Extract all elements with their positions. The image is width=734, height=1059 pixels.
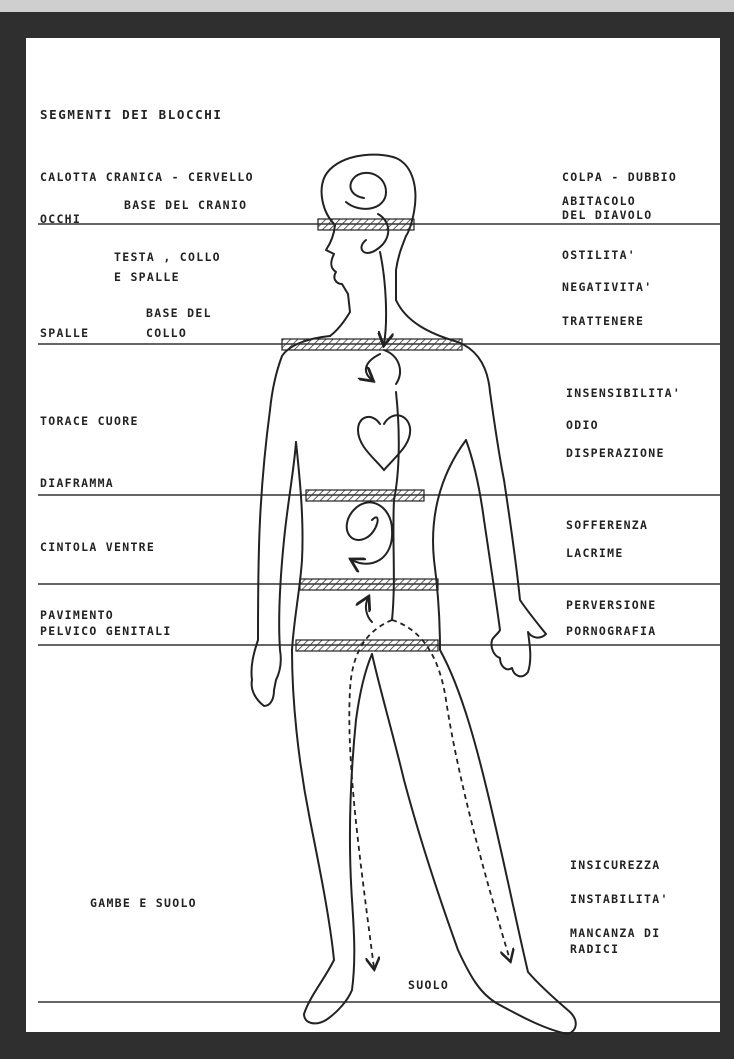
label-shoulders: E SPALLE bbox=[114, 270, 180, 284]
emotion-insecurity: INSICUREZZA bbox=[570, 858, 660, 872]
human-figure-outline bbox=[251, 155, 575, 1034]
emotion-pornography: PORNOGRAFIA bbox=[566, 624, 656, 638]
boundary-diaphragm: DIAFRAMMA bbox=[40, 476, 114, 490]
emotion-roots: RADICI bbox=[570, 942, 619, 956]
head-to-chest-line bbox=[361, 214, 388, 344]
right-leg bbox=[372, 650, 576, 1034]
belly-spiral bbox=[347, 502, 392, 563]
emotion-hostility: OSTILITA' bbox=[562, 248, 636, 262]
label-waist-belly: CINTOLA VENTRE bbox=[40, 540, 155, 554]
band-waist bbox=[300, 579, 438, 590]
diagram-title: SEGMENTI DEI BLOCCHI bbox=[40, 108, 223, 122]
emotion-despair: DISPERAZIONE bbox=[566, 446, 665, 460]
face-outline bbox=[326, 225, 350, 336]
boundary-skull-base: BASE DEL CRANIO bbox=[124, 198, 247, 212]
boundary-neck-base-1: BASE DEL bbox=[146, 306, 212, 320]
emotion-perversion: PERVERSIONE bbox=[566, 598, 656, 612]
right-arm bbox=[466, 392, 546, 676]
emotion-instability: INSTABILITA' bbox=[570, 892, 669, 906]
emotion-negativity: NEGATIVITA' bbox=[562, 280, 652, 294]
torso-right-side bbox=[433, 440, 466, 650]
pelvis-arrow bbox=[366, 598, 372, 622]
block-bands bbox=[282, 219, 462, 651]
leg-energy-dashes bbox=[349, 620, 510, 968]
band-diaphragm bbox=[306, 490, 424, 501]
torso-left-side bbox=[292, 442, 303, 650]
left-leg-dashed-path bbox=[349, 620, 392, 968]
emotion-abode: ABITACOLO bbox=[562, 194, 636, 208]
energy-flow-lines bbox=[346, 173, 410, 622]
band-skull-base bbox=[318, 219, 414, 230]
boundary-neck-base-2: COLLO bbox=[146, 326, 187, 340]
emotion-holding-back: TRATTENERE bbox=[562, 314, 644, 328]
band-pelvis bbox=[296, 640, 438, 651]
left-leg bbox=[292, 650, 372, 1023]
boundary-eyes: OCCHI bbox=[40, 212, 81, 226]
label-skull-cap: CALOTTA CRANICA - CERVELLO bbox=[40, 170, 254, 184]
boundary-ground: SUOLO bbox=[408, 978, 449, 992]
emotion-hate: ODIO bbox=[566, 418, 599, 432]
heart-shape bbox=[358, 415, 410, 470]
label-legs-ground: GAMBE E SUOLO bbox=[90, 896, 197, 910]
left-arm bbox=[251, 410, 296, 706]
emotion-insensitivity: INSENSIBILITA' bbox=[566, 386, 681, 400]
band-neck-base bbox=[282, 339, 462, 350]
emotion-devil: DEL DIAVOLO bbox=[562, 208, 652, 222]
head-spiral bbox=[346, 173, 386, 209]
chest-curve bbox=[366, 350, 400, 384]
emotion-tears: LACRIME bbox=[566, 546, 624, 560]
emotion-guilt: COLPA - DUBBIO bbox=[562, 170, 677, 184]
emotion-suffering: SOFFERENZA bbox=[566, 518, 648, 532]
label-pelvic-floor: PAVIMENTO bbox=[40, 608, 114, 622]
emotion-lack-of: MANCANZA DI bbox=[570, 926, 660, 940]
label-head-neck: TESTA , COLLO bbox=[114, 250, 221, 264]
label-genitals: PELVICO GENITALI bbox=[40, 624, 172, 638]
label-chest-heart: TORACE CUORE bbox=[40, 414, 139, 428]
boundary-shoulders: SPALLE bbox=[40, 326, 89, 340]
